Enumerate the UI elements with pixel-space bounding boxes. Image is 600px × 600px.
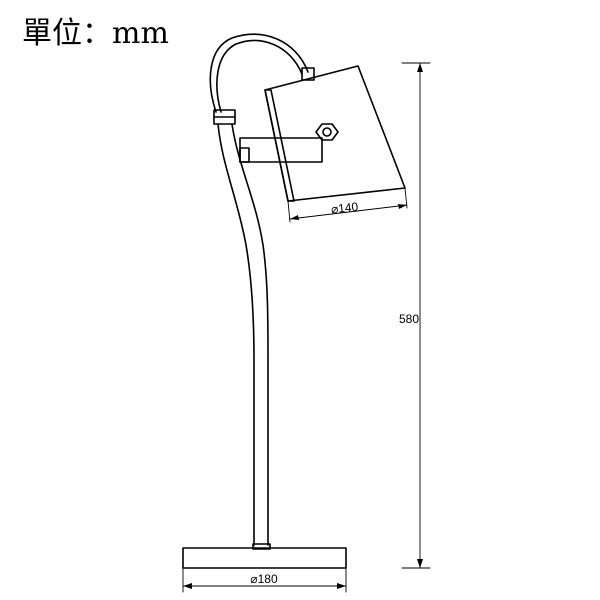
dim-base-arrow-right	[337, 583, 346, 589]
shade-body	[264, 65, 406, 202]
dim-base-arrow-left	[183, 583, 192, 589]
hex-knob	[315, 123, 339, 141]
arm-arc-outer	[209, 33, 309, 113]
base-plate	[182, 547, 347, 569]
dim-height-arrow-bottom	[417, 559, 423, 568]
shade-back-cap	[264, 89, 295, 202]
dim-shade-line	[289, 204, 408, 220]
stem-left	[217, 123, 255, 546]
base-collar	[252, 543, 271, 550]
dim-shade-arrow-right	[398, 204, 407, 209]
arm-arc-inner	[216, 39, 303, 113]
dim-shade-ext-left	[287, 200, 291, 223]
stem-right	[231, 123, 269, 546]
dim-base-label: ⌀180	[250, 572, 278, 586]
dim-height-arrow-top	[417, 63, 423, 72]
holder-clip	[239, 147, 250, 163]
dim-shade-arrow-left	[290, 215, 299, 220]
hex-knob-center	[322, 127, 332, 137]
dim-shade-label: ⌀140	[330, 200, 359, 217]
dim-height-label: 580	[399, 312, 419, 326]
arm-connector	[301, 67, 315, 81]
unit-label: 單位：mm	[22, 16, 169, 51]
